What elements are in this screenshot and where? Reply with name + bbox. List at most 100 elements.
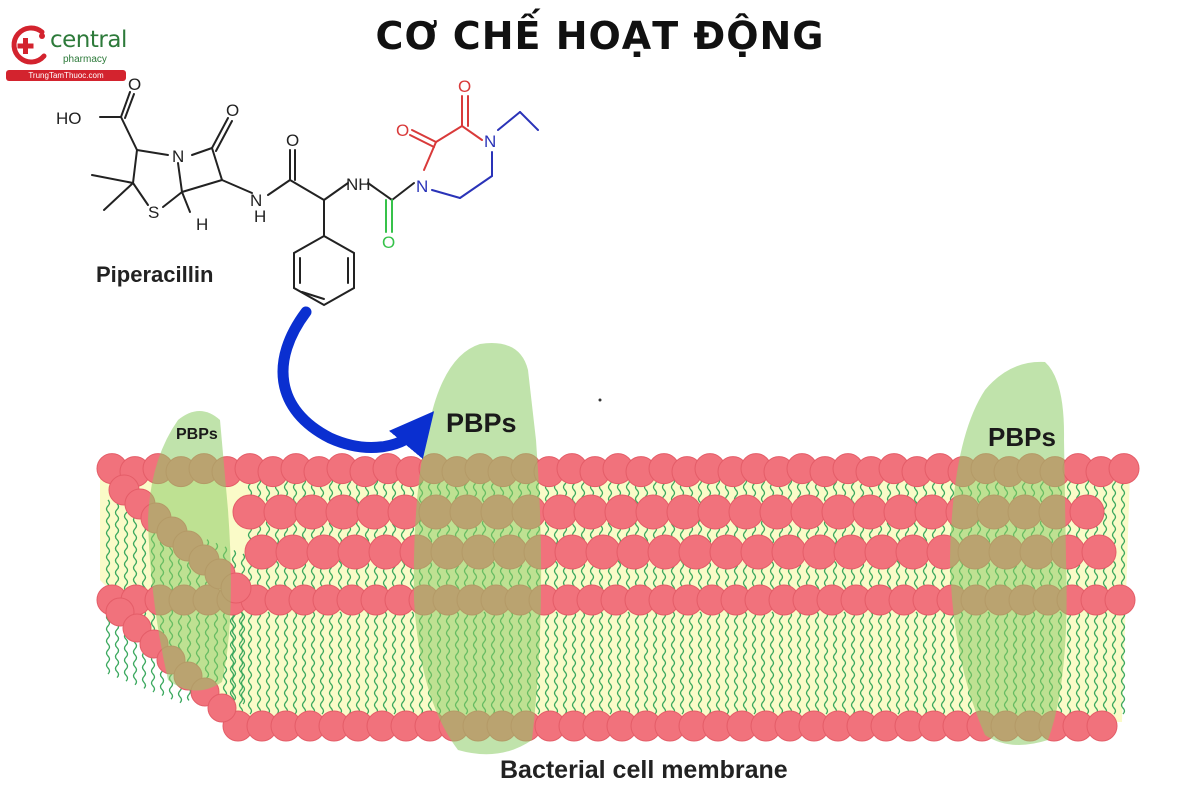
lipid-tail <box>355 611 361 715</box>
lipid-tail <box>1093 477 1099 593</box>
lipid-tail <box>616 611 622 715</box>
lipid-head <box>833 534 869 570</box>
molecule-name: Piperacillin <box>96 262 214 287</box>
lipid-tail <box>598 611 604 715</box>
lipid-tail <box>859 477 865 593</box>
lipid-head <box>207 693 237 723</box>
lipid-tail <box>634 611 640 715</box>
lipid-tail <box>1084 611 1090 715</box>
pbp-label-center: PBPs <box>446 408 517 438</box>
lipid-tail <box>859 611 865 715</box>
lipid-tail <box>346 611 352 715</box>
lipid-tail <box>310 611 316 715</box>
lipid-tail <box>364 611 370 715</box>
atom-oxygen-ring-2: O <box>458 77 471 96</box>
lipid-tail <box>931 611 937 715</box>
lipid-tail <box>589 611 595 715</box>
lipid-head <box>1069 494 1105 530</box>
atom-oxygen-acid: O <box>128 75 141 94</box>
logo-site: TrungTamThuoc.com <box>6 70 126 81</box>
lipid-tail <box>409 611 415 715</box>
lipid-tail <box>328 477 334 593</box>
lipid-tail <box>760 611 766 715</box>
lipid-tail <box>769 611 775 715</box>
lipid-head <box>759 494 795 530</box>
lipid-tail <box>625 611 631 715</box>
lipid-tail <box>1120 611 1126 715</box>
lipid-tail <box>652 611 658 715</box>
lipid-head <box>647 534 683 570</box>
lipid-tail <box>778 611 784 715</box>
lipid-tail <box>247 611 253 715</box>
lipid-tail <box>1111 477 1117 593</box>
lipid-head <box>802 534 838 570</box>
lipid-tail <box>877 611 883 715</box>
small-dot <box>598 398 602 402</box>
lipid-head <box>1108 453 1140 485</box>
lipid-tail <box>913 611 919 715</box>
lipid-tail <box>814 611 820 715</box>
atom-nitrogen-lactam: N <box>172 147 184 166</box>
lipid-tail <box>886 477 892 593</box>
atom-nitrogen-ring-1: N <box>416 177 428 196</box>
lipid-tail <box>796 477 802 593</box>
lipid-tail <box>850 611 856 715</box>
lipid-head <box>573 494 609 530</box>
lipid-head <box>542 494 578 530</box>
binding-arrow <box>277 306 435 459</box>
pbp-protein-right <box>950 361 1067 745</box>
lipid-tail <box>886 611 892 715</box>
lipid-tail <box>580 477 586 593</box>
lipid-tail <box>544 477 550 593</box>
pbp-proteins <box>148 343 1067 755</box>
urea-carbonyl <box>385 199 393 233</box>
lipid-tail <box>1075 611 1081 715</box>
lipid-tail <box>715 611 721 715</box>
lipid-head <box>244 534 280 570</box>
lipid-tail <box>787 611 793 715</box>
pbp-label-right: PBPs <box>988 422 1056 452</box>
lipid-head <box>852 494 888 530</box>
central-pharmacy-logo[interactable]: central pharmacy TrungTamThuoc.com <box>6 24 130 84</box>
lipid-head <box>1104 584 1136 616</box>
lipid-tail <box>328 611 334 715</box>
lipid-tail <box>904 611 910 715</box>
lipid-tail <box>733 611 739 715</box>
lipid-tail <box>391 477 397 593</box>
lipid-tail <box>256 477 262 593</box>
lipid-tail <box>697 611 703 715</box>
lipid-tail <box>391 611 397 715</box>
pbp-protein-left <box>148 411 231 691</box>
lipid-tail <box>706 611 712 715</box>
lipid-head <box>604 494 640 530</box>
lipid-tail <box>265 477 271 593</box>
lipid-tail <box>382 611 388 715</box>
lipid-tail <box>841 611 847 715</box>
lipid-tail <box>688 611 694 715</box>
lipid-tail <box>580 611 586 715</box>
membrane-caption: Bacterial cell membrane <box>500 756 788 784</box>
lipid-head <box>585 534 621 570</box>
lipid-tail <box>571 611 577 715</box>
lipid-tail <box>301 477 307 593</box>
lipid-tail <box>1102 611 1108 715</box>
lipid-head <box>914 494 950 530</box>
lipid-head <box>666 494 702 530</box>
lipid-head <box>306 534 342 570</box>
lipid-head <box>325 494 361 530</box>
lipid-tail <box>607 611 613 715</box>
lipid-tail <box>256 611 262 715</box>
pharmacy-cross-icon <box>11 25 47 65</box>
lipid-tail <box>823 611 829 715</box>
lipid-head <box>356 494 392 530</box>
lipid-tail <box>670 477 676 593</box>
lipid-tail <box>949 611 955 715</box>
atom-hydrogen-amide: H <box>254 207 266 226</box>
lipid-tail <box>751 611 757 715</box>
lipid-tail <box>805 611 811 715</box>
lipid-head <box>678 534 714 570</box>
lipid-head <box>275 534 311 570</box>
lipid-head <box>883 494 919 530</box>
atom-hydrogen: H <box>196 215 208 234</box>
atom-sulfur: S <box>148 203 159 222</box>
